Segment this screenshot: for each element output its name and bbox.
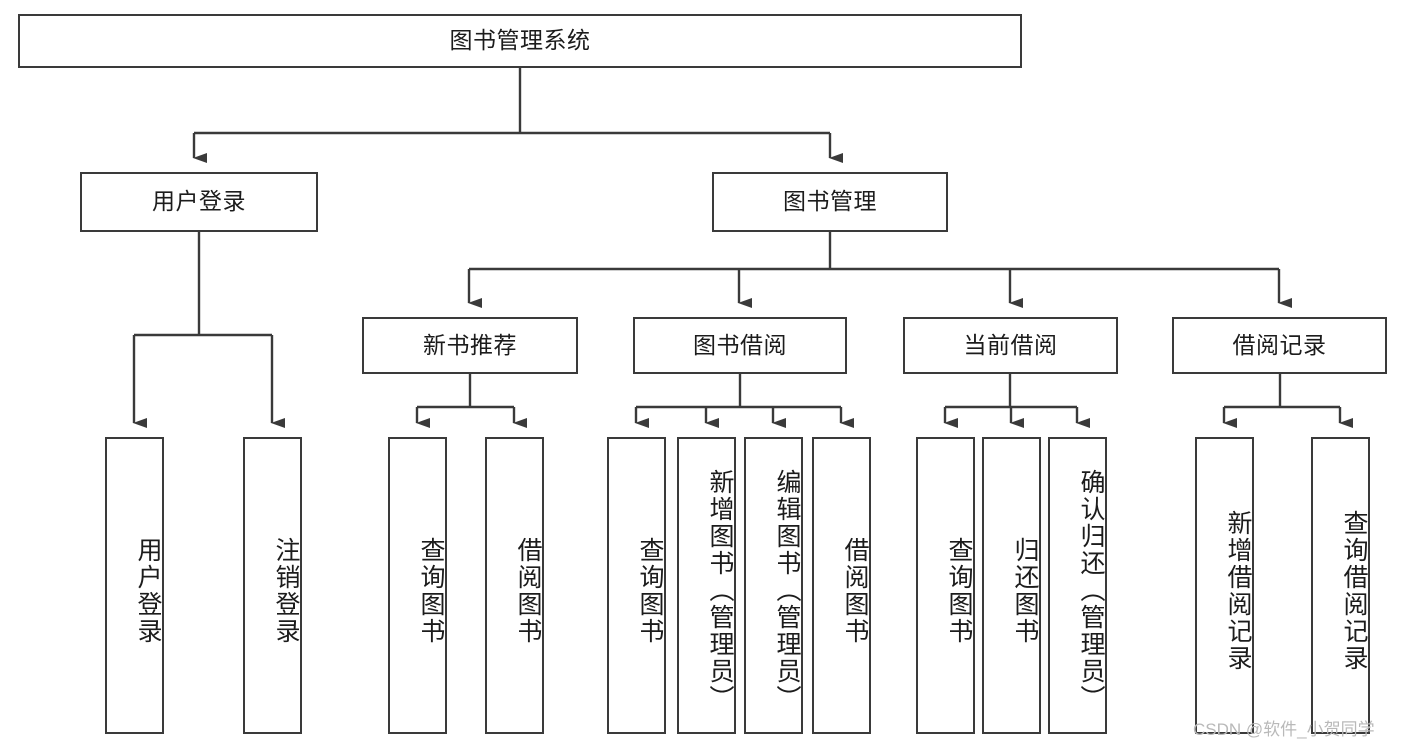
leaf-add-borrow-record-label: 新增借阅记录 bbox=[1224, 509, 1252, 672]
leaf-add-borrow-record[interactable]: 新增借阅记录 bbox=[1195, 437, 1254, 734]
leaf-borrow-books[interactable]: 借阅图书 bbox=[812, 437, 871, 734]
leaf-query-borrow-record-label: 查询借阅记录 bbox=[1340, 509, 1368, 672]
leaf-query-books-current[interactable]: 查询图书 bbox=[916, 437, 975, 734]
leaf-logout-label: 注销登录 bbox=[272, 536, 300, 645]
node-root[interactable]: 图书管理系统 bbox=[18, 14, 1022, 68]
node-borrow-records[interactable]: 借阅记录 bbox=[1172, 317, 1387, 374]
leaf-user-login[interactable]: 用户登录 bbox=[105, 437, 164, 734]
leaf-logout[interactable]: 注销登录 bbox=[243, 437, 302, 734]
leaf-borrow-books-recommend[interactable]: 借阅图书 bbox=[485, 437, 544, 734]
leaf-return-books[interactable]: 归还图书 bbox=[982, 437, 1041, 734]
node-new-book-recommend-label: 新书推荐 bbox=[423, 331, 517, 358]
node-user-login-label: 用户登录 bbox=[152, 188, 246, 215]
leaf-query-books-current-label: 查询图书 bbox=[945, 536, 973, 645]
leaf-query-books-recommend[interactable]: 查询图书 bbox=[388, 437, 447, 734]
node-book-borrow[interactable]: 图书借阅 bbox=[633, 317, 847, 374]
leaf-add-book-admin-label: 新增图书（管理员） bbox=[706, 469, 734, 712]
csdn-watermark: CSDN @软件_小贺同学 bbox=[1193, 720, 1375, 739]
leaf-confirm-return-admin[interactable]: 确认归还（管理员） bbox=[1048, 437, 1107, 734]
node-current-borrow-label: 当前借阅 bbox=[963, 331, 1058, 358]
node-book-management[interactable]: 图书管理 bbox=[712, 172, 948, 232]
leaf-edit-book-admin[interactable]: 编辑图书（管理员） bbox=[744, 437, 803, 734]
leaf-query-books-recommend-label: 查询图书 bbox=[417, 536, 445, 645]
node-root-label: 图书管理系统 bbox=[449, 27, 591, 54]
leaf-user-login-label: 用户登录 bbox=[134, 536, 162, 645]
leaf-query-books-borrow-label: 查询图书 bbox=[636, 536, 664, 645]
node-book-borrow-label: 图书借阅 bbox=[693, 331, 787, 358]
leaf-query-books-borrow[interactable]: 查询图书 bbox=[607, 437, 666, 734]
leaf-edit-book-admin-label: 编辑图书（管理员） bbox=[773, 469, 801, 712]
node-user-login[interactable]: 用户登录 bbox=[80, 172, 318, 232]
node-current-borrow[interactable]: 当前借阅 bbox=[903, 317, 1118, 374]
node-book-management-label: 图书管理 bbox=[783, 188, 877, 215]
node-borrow-records-label: 借阅记录 bbox=[1232, 331, 1327, 358]
leaf-query-borrow-record[interactable]: 查询借阅记录 bbox=[1311, 437, 1370, 734]
leaf-borrow-books-recommend-label: 借阅图书 bbox=[514, 536, 542, 645]
leaf-borrow-books-label: 借阅图书 bbox=[841, 536, 869, 645]
leaf-add-book-admin[interactable]: 新增图书（管理员） bbox=[677, 437, 736, 734]
leaf-confirm-return-admin-label: 确认归还（管理员） bbox=[1077, 469, 1105, 712]
leaf-return-books-label: 归还图书 bbox=[1011, 536, 1039, 645]
node-new-book-recommend[interactable]: 新书推荐 bbox=[362, 317, 578, 374]
